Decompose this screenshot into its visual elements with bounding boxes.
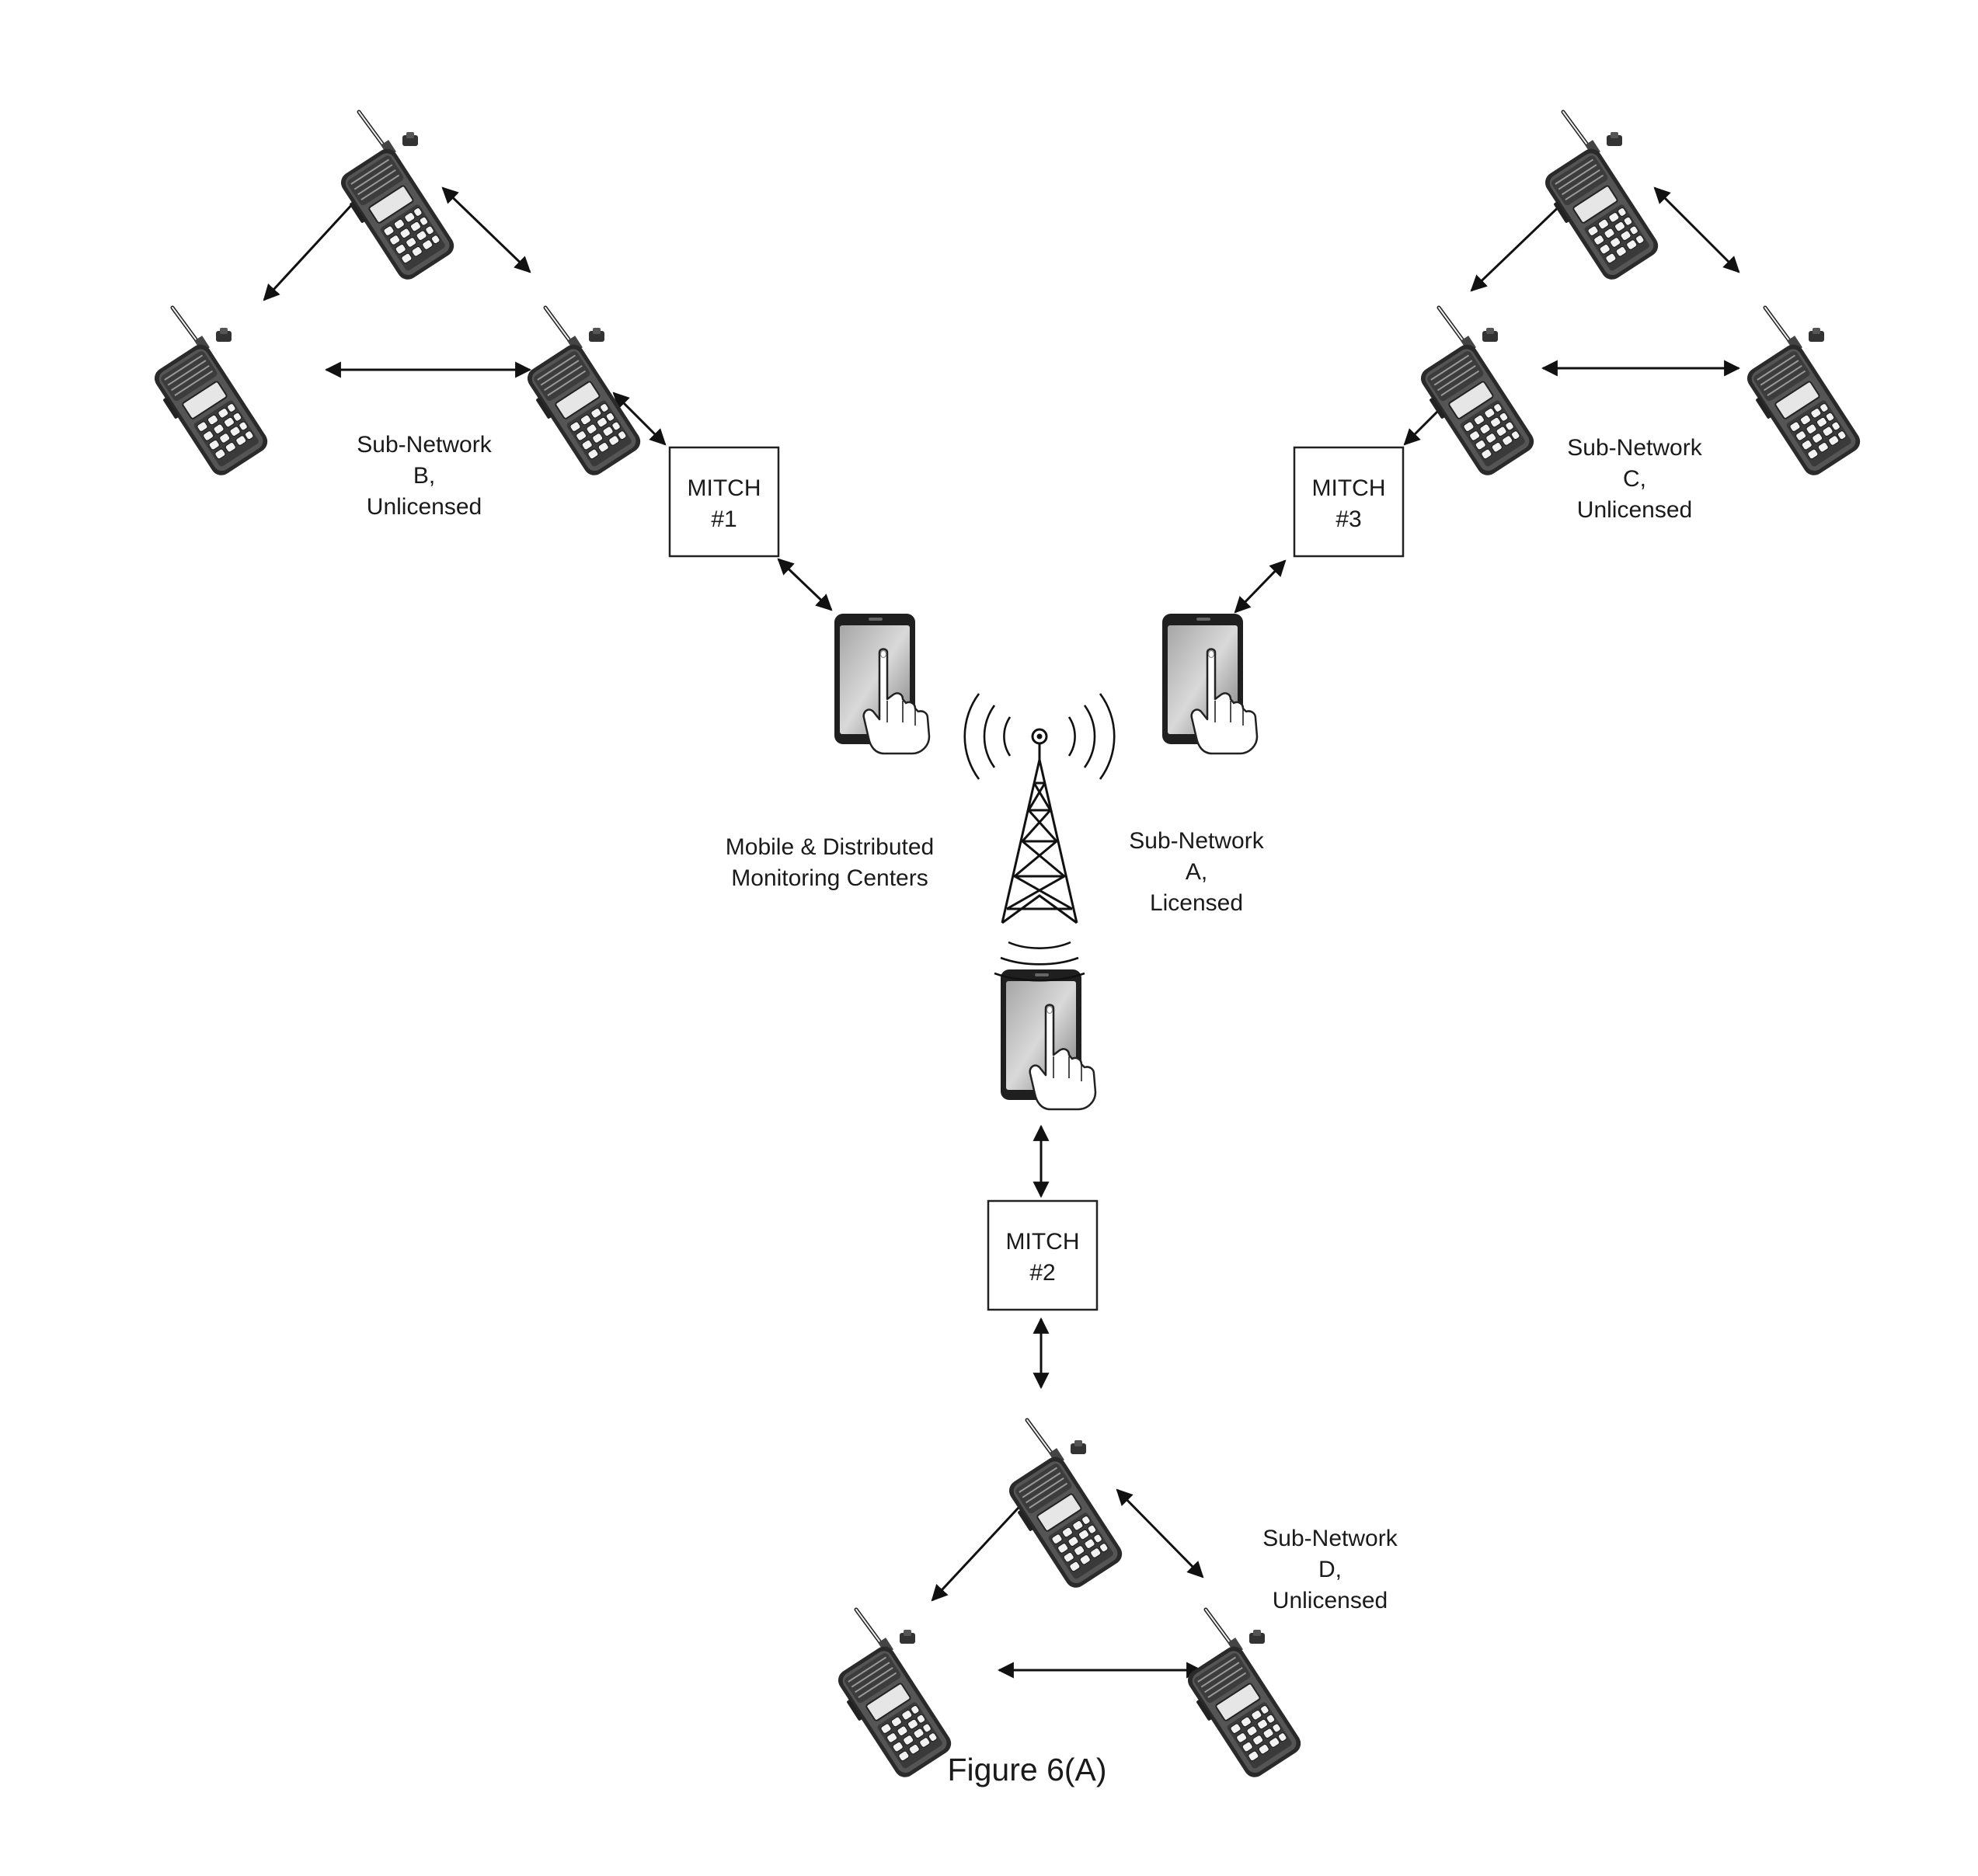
radios	[148, 112, 1864, 1783]
arrow-d-top-right	[1117, 1490, 1203, 1577]
handheld-radio-icon	[1181, 1610, 1304, 1783]
monitoring-centers-label: Mobile & Distributed Monitoring Centers	[726, 834, 934, 891]
smartphone-hand-icon	[1001, 969, 1095, 1109]
handheld-radio-icon	[831, 1610, 955, 1783]
mitch-3-number: #3	[1335, 506, 1361, 532]
mitch-2-number: #2	[1029, 1260, 1055, 1286]
edges	[264, 182, 1739, 1670]
arrow-mitch3-to-phone	[1235, 561, 1285, 612]
mitch-3-box: MITCH #3	[1294, 447, 1403, 556]
mitch-1-box: MITCH #1	[670, 447, 778, 556]
smartphone-hand-icon	[834, 614, 929, 754]
handheld-radio-icon	[521, 308, 644, 481]
handheld-radio-icon	[1538, 112, 1662, 285]
figure-caption: Figure 6(A)	[947, 1752, 1106, 1787]
smartphone-hand-icon	[1162, 614, 1257, 754]
svg-text:Sub-Network: Sub-Network	[1262, 1526, 1398, 1551]
svg-text:Sub-Network: Sub-Network	[1567, 435, 1702, 461]
svg-text:D,: D,	[1318, 1557, 1342, 1582]
handheld-radio-icon	[1002, 1420, 1126, 1593]
svg-text:B,: B,	[413, 463, 435, 489]
subnetwork-a-label: Sub-Network A, Licensed	[1129, 828, 1264, 916]
svg-text:Licensed: Licensed	[1150, 890, 1243, 916]
subnetwork-c-label: Sub-Network C, Unlicensed	[1567, 435, 1702, 523]
svg-text:Sub-Network: Sub-Network	[357, 432, 492, 458]
svg-text:Monitoring Centers: Monitoring Centers	[731, 865, 928, 891]
handheld-radio-icon	[148, 308, 271, 481]
mitch-2-label: MITCH	[1006, 1229, 1080, 1255]
mitch-1-label: MITCH	[688, 475, 761, 501]
svg-text:A,: A,	[1186, 859, 1207, 885]
subnetwork-b-label: Sub-Network B, Unlicensed	[357, 432, 492, 520]
handheld-radio-icon	[334, 112, 458, 285]
mitch-3-label: MITCH	[1312, 475, 1386, 501]
svg-text:C,: C,	[1623, 466, 1646, 492]
arrow-c-top-right	[1655, 188, 1739, 272]
handheld-radio-icon	[1414, 308, 1537, 481]
cell-tower-icon	[965, 694, 1115, 980]
arrow-mitch1-to-phone	[778, 559, 831, 610]
mitch-2-box: MITCH #2	[988, 1201, 1097, 1310]
svg-text:Sub-Network: Sub-Network	[1129, 828, 1264, 854]
svg-text:Unlicensed: Unlicensed	[1577, 497, 1692, 523]
svg-text:Unlicensed: Unlicensed	[367, 494, 482, 520]
handheld-radio-icon	[1740, 308, 1864, 481]
mitch-1-number: #1	[711, 506, 737, 532]
arrow-b-top-right	[443, 188, 530, 272]
svg-text:Unlicensed: Unlicensed	[1273, 1588, 1388, 1613]
subnetwork-d-label: Sub-Network D, Unlicensed	[1262, 1526, 1398, 1613]
svg-text:Mobile & Distributed: Mobile & Distributed	[726, 834, 934, 860]
